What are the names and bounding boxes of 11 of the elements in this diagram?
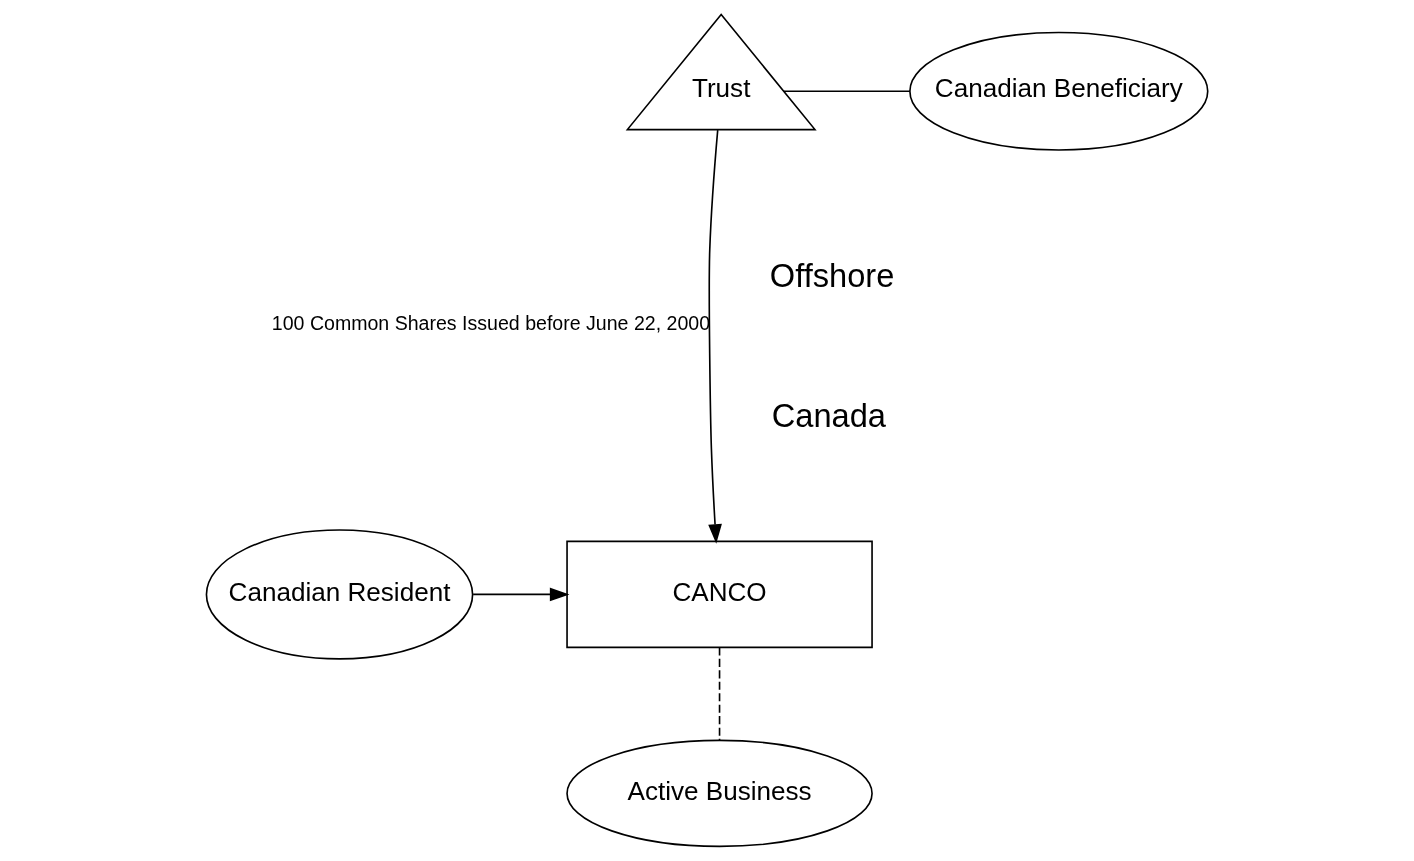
node-ellipse: Active Business: [566, 739, 873, 848]
node-box: CANCO: [566, 540, 873, 649]
node-ellipse: Canadian Beneficiary: [909, 31, 1209, 151]
connector: [783, 90, 911, 93]
arrow: [472, 587, 570, 602]
connector: [718, 646, 721, 741]
edge-label: 100 Common Shares Issued before June 22, 2000: [271, 312, 711, 335]
node-ellipse: Canadian Resident: [205, 529, 474, 660]
label: Offshore: [769, 256, 895, 294]
arrow: [708, 129, 722, 544]
label: Canada: [771, 397, 886, 435]
